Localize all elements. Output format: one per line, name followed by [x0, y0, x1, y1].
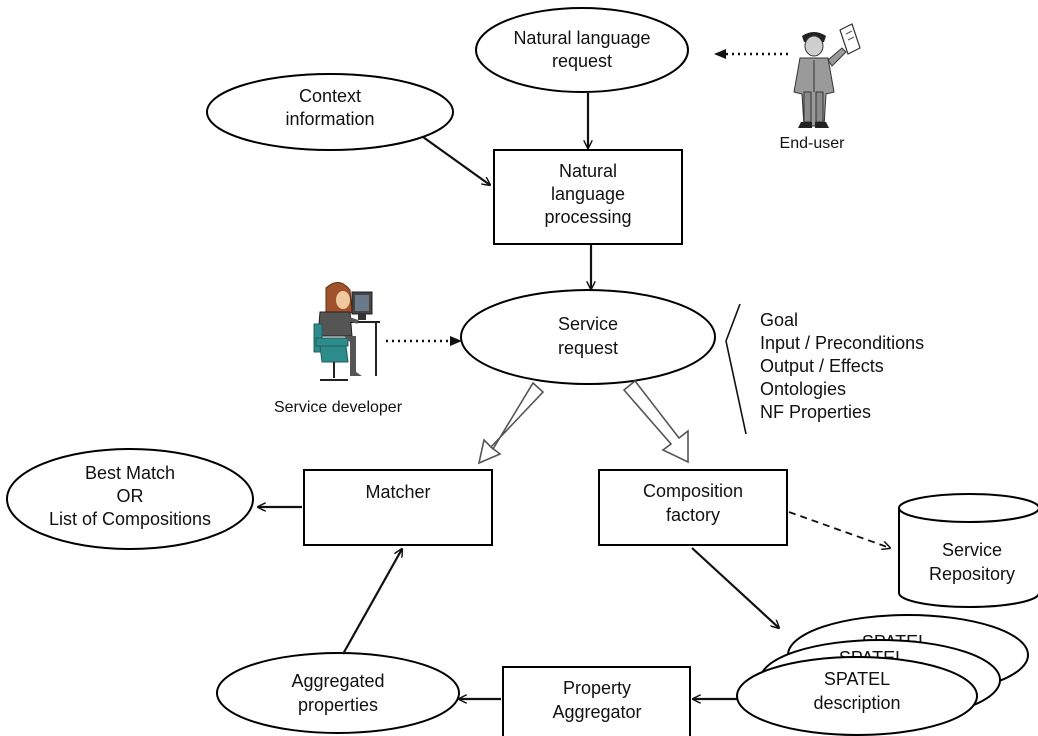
property-aggregator-node: Property Aggregator: [502, 666, 691, 736]
nl-processing-label-3: processing: [544, 207, 631, 227]
request-contents-item-nf-properties: NF Properties: [760, 402, 871, 422]
nl-processing-label-2: language: [551, 184, 625, 204]
best-match-label-3: List of Compositions: [49, 509, 211, 529]
arrow-aggregated-properties-to-matcher: [342, 549, 402, 655]
best-match-node: Best Match OR List of Compositions: [6, 448, 254, 550]
service-developer-at-computer-icon: [313, 282, 380, 381]
dotted-arrowhead-developer: [450, 336, 462, 346]
dashed-arrow-factory-to-repository: [788, 511, 890, 548]
request-contents-item-output: Output / Effects: [760, 356, 884, 376]
end-user-figure-icon: [793, 23, 861, 128]
nl-request-node: Natural language request: [475, 7, 689, 93]
service-request-node: Service request: [460, 289, 716, 385]
best-match-label-2: OR: [117, 486, 144, 506]
best-match-label-1: Best Match: [85, 463, 175, 483]
nl-processing-node: Natural language processing: [493, 149, 683, 245]
matcher-label: Matcher: [365, 482, 430, 502]
composition-factory-label-1: Composition: [643, 481, 743, 501]
request-contents-item-ontologies: Ontologies: [760, 379, 846, 399]
matcher-node: Matcher: [303, 469, 493, 546]
aggregated-properties-node: Aggregated properties: [216, 652, 460, 734]
end-user-label: End-user: [780, 135, 846, 152]
dotted-arrowhead-end-user: [714, 49, 726, 59]
nl-request-label-1: Natural language: [513, 28, 650, 48]
service-repository-label-2: Repository: [929, 564, 1015, 584]
service-request-label-1: Service: [558, 314, 618, 334]
hollow-arrow-to-matcher: [477, 381, 545, 465]
context-information-node: Context information: [206, 73, 454, 151]
hollow-arrow-to-composition-factory: [622, 379, 689, 464]
composition-factory-label-2: factory: [666, 505, 720, 525]
request-contents-divider: [725, 303, 747, 435]
spatel-front-label-2: description: [813, 693, 900, 713]
composition-factory-node: Composition factory: [598, 469, 788, 546]
arrow-factory-to-spatel: [691, 547, 779, 628]
request-contents-item-input: Input / Preconditions: [760, 333, 924, 353]
aggregated-properties-label-1: Aggregated: [291, 671, 384, 691]
nl-request-label-2: request: [552, 51, 612, 71]
context-info-label-1: Context: [299, 86, 361, 106]
service-request-label-2: request: [558, 338, 618, 358]
request-contents-item-goal: Goal: [760, 310, 798, 330]
property-aggregator-label-2: Aggregator: [552, 702, 641, 722]
spatel-stack: SPATEL SPATEL SPATEL description: [736, 614, 1029, 736]
arrow-context-to-processing: [422, 136, 490, 185]
spatel-front-label-1: SPATEL: [824, 669, 890, 689]
aggregated-properties-label-2: properties: [298, 695, 378, 715]
service-developer-label: Service developer: [274, 399, 403, 416]
service-repository-node: Service Repository: [898, 493, 1038, 608]
service-repository-label-1: Service: [942, 540, 1002, 560]
nl-processing-label-1: Natural: [559, 161, 617, 181]
property-aggregator-label-1: Property: [563, 678, 631, 698]
context-info-label-2: information: [285, 109, 374, 129]
